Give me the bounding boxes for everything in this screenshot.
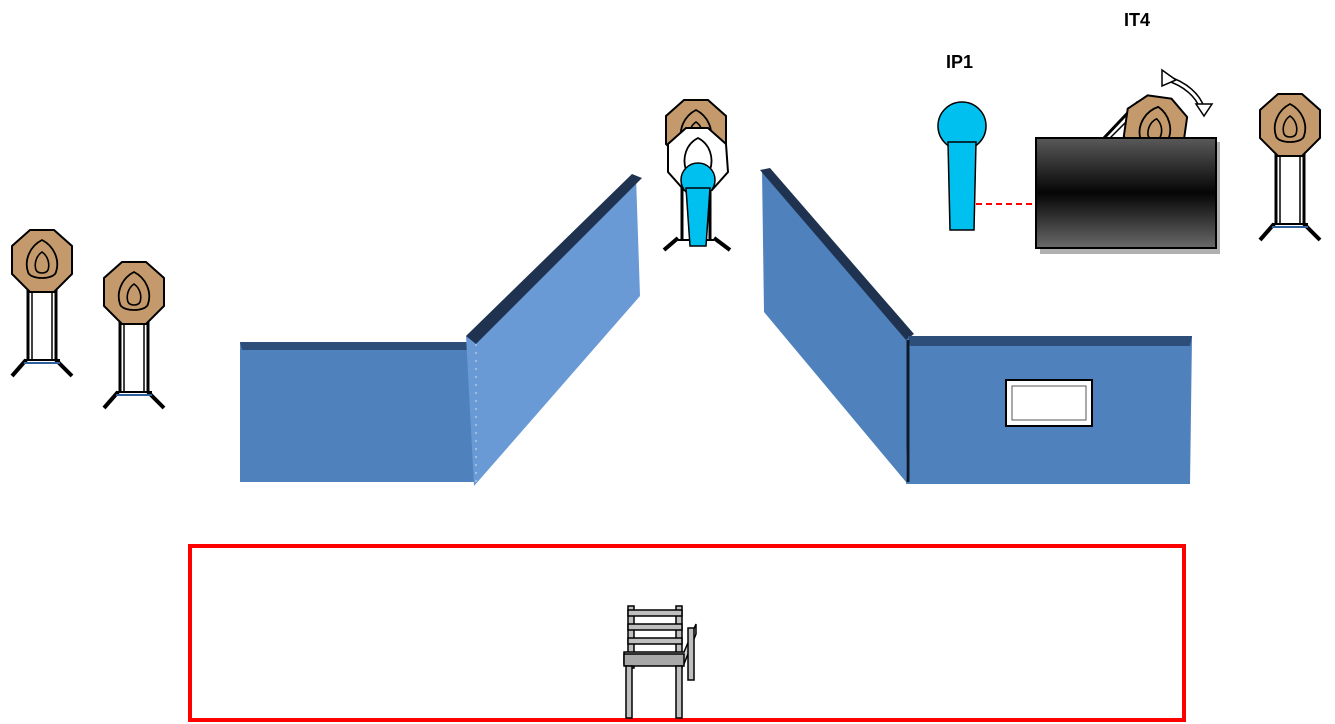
label-it4: IT4 bbox=[1124, 10, 1151, 30]
swinger-arrow-icon bbox=[1161, 68, 1214, 118]
start-area-box bbox=[188, 544, 1186, 722]
right-wall bbox=[760, 168, 1192, 484]
left-wall bbox=[240, 174, 642, 486]
paper-target-icon bbox=[1258, 92, 1322, 242]
paper-target-icon bbox=[10, 228, 74, 378]
paper-target-icon bbox=[102, 260, 166, 410]
chair-icon bbox=[623, 605, 697, 719]
center-target-with-no-shoot bbox=[662, 99, 732, 252]
wall-port-icon bbox=[1005, 379, 1093, 427]
no-shoot-target-icon bbox=[937, 101, 987, 231]
no-shoot-target-icon bbox=[680, 162, 716, 247]
label-ip1: IP1 bbox=[946, 52, 974, 72]
barrel-icon bbox=[1035, 137, 1220, 254]
swinger-target bbox=[1102, 68, 1214, 164]
